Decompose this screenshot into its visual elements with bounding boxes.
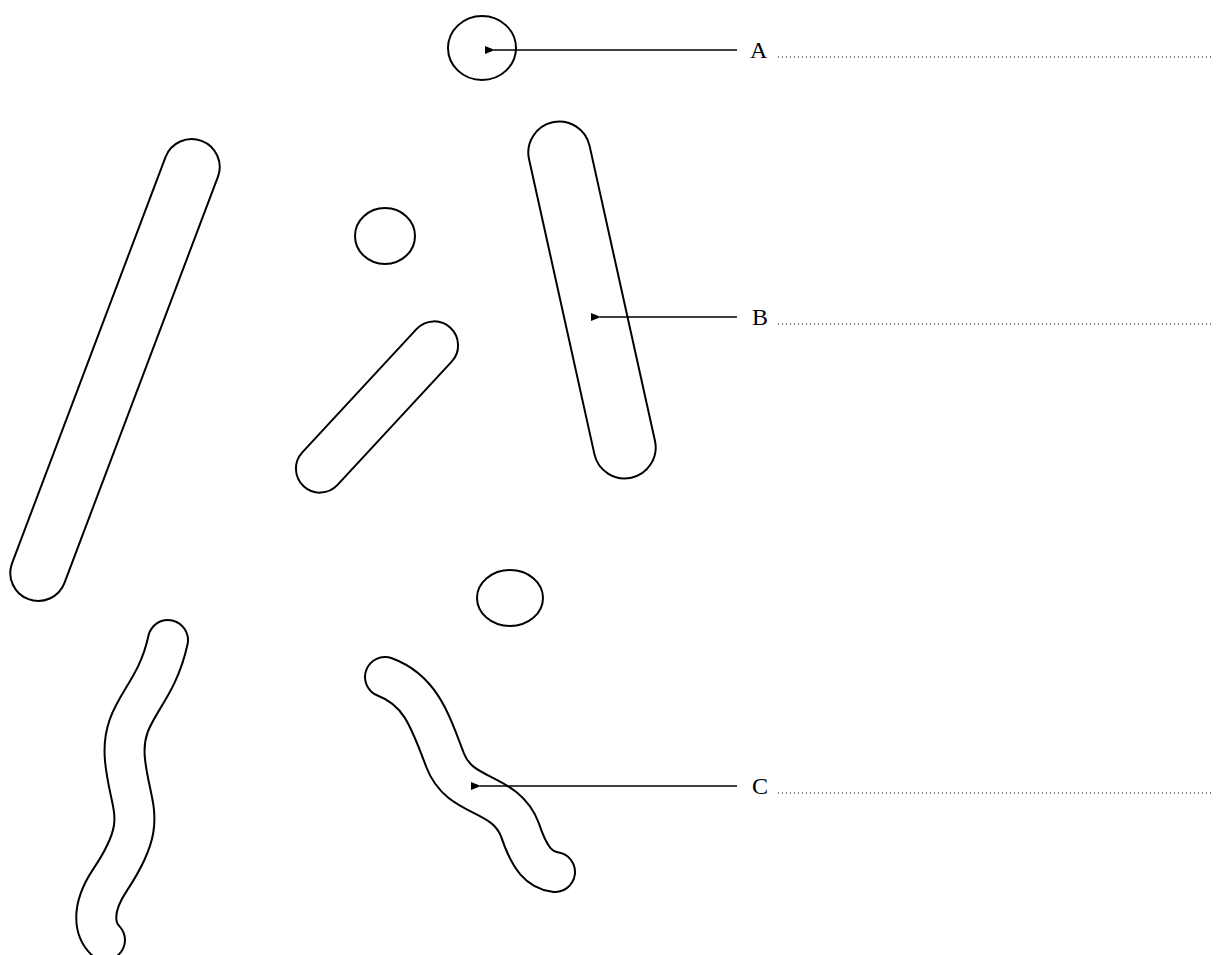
coccus xyxy=(355,208,415,264)
part-letter: A xyxy=(750,38,767,62)
bacillus xyxy=(2,131,228,609)
leader-line xyxy=(480,785,737,787)
bacillus xyxy=(522,116,661,485)
answer-line xyxy=(778,56,1214,57)
part-letter: C xyxy=(752,774,768,798)
bacillus xyxy=(286,311,468,502)
part-letter: B xyxy=(752,305,768,329)
leader-line xyxy=(600,316,737,318)
spirillum xyxy=(96,640,168,940)
leader-line xyxy=(494,49,737,51)
answer-line xyxy=(778,323,1214,324)
coccus xyxy=(477,570,543,626)
answer-line xyxy=(778,792,1214,793)
coccus xyxy=(448,16,516,80)
spirillum xyxy=(385,677,555,872)
